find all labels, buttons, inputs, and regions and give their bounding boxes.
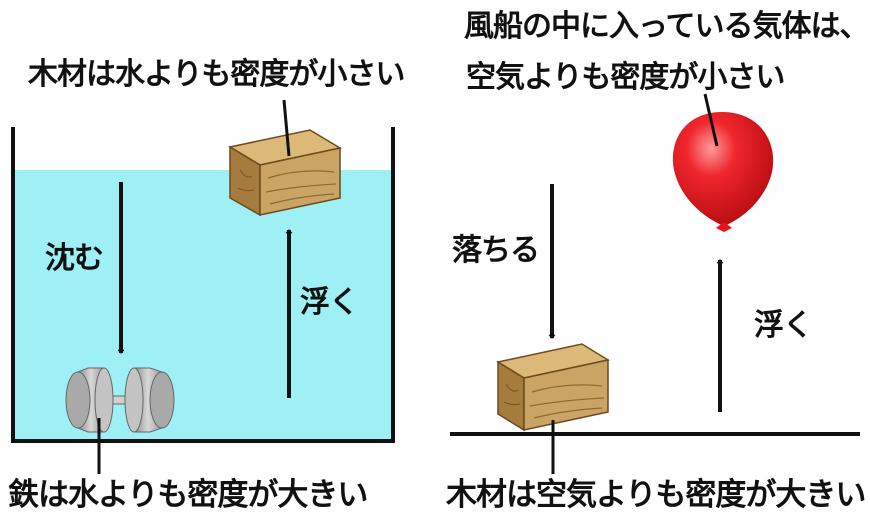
float-label-left: 浮く [300, 285, 359, 320]
wood-air-label: 木材は空気よりも密度が大きい [446, 477, 866, 513]
balloon-pointer [703, 93, 719, 147]
sink-label: 沈む [45, 241, 104, 276]
iron-label: 鉄は水よりも密度が大きい [8, 477, 368, 513]
balloon-label-line1: 風船の中に入っている気体は、 [464, 9, 869, 44]
tank-walls [11, 127, 395, 443]
wood-water-label: 木材は水よりも密度が小さい [28, 57, 405, 92]
iron-dumbbell [65, 367, 175, 433]
fall-label: 落ちる [452, 233, 540, 268]
balloon [672, 112, 774, 232]
float-label-right: 浮く [754, 308, 813, 343]
wood-block-water [227, 129, 343, 217]
balloon-label-line2: 空気よりも密度が小さい [466, 60, 785, 95]
wood-water-pointer [282, 99, 291, 157]
wood-block-ground [496, 343, 610, 432]
